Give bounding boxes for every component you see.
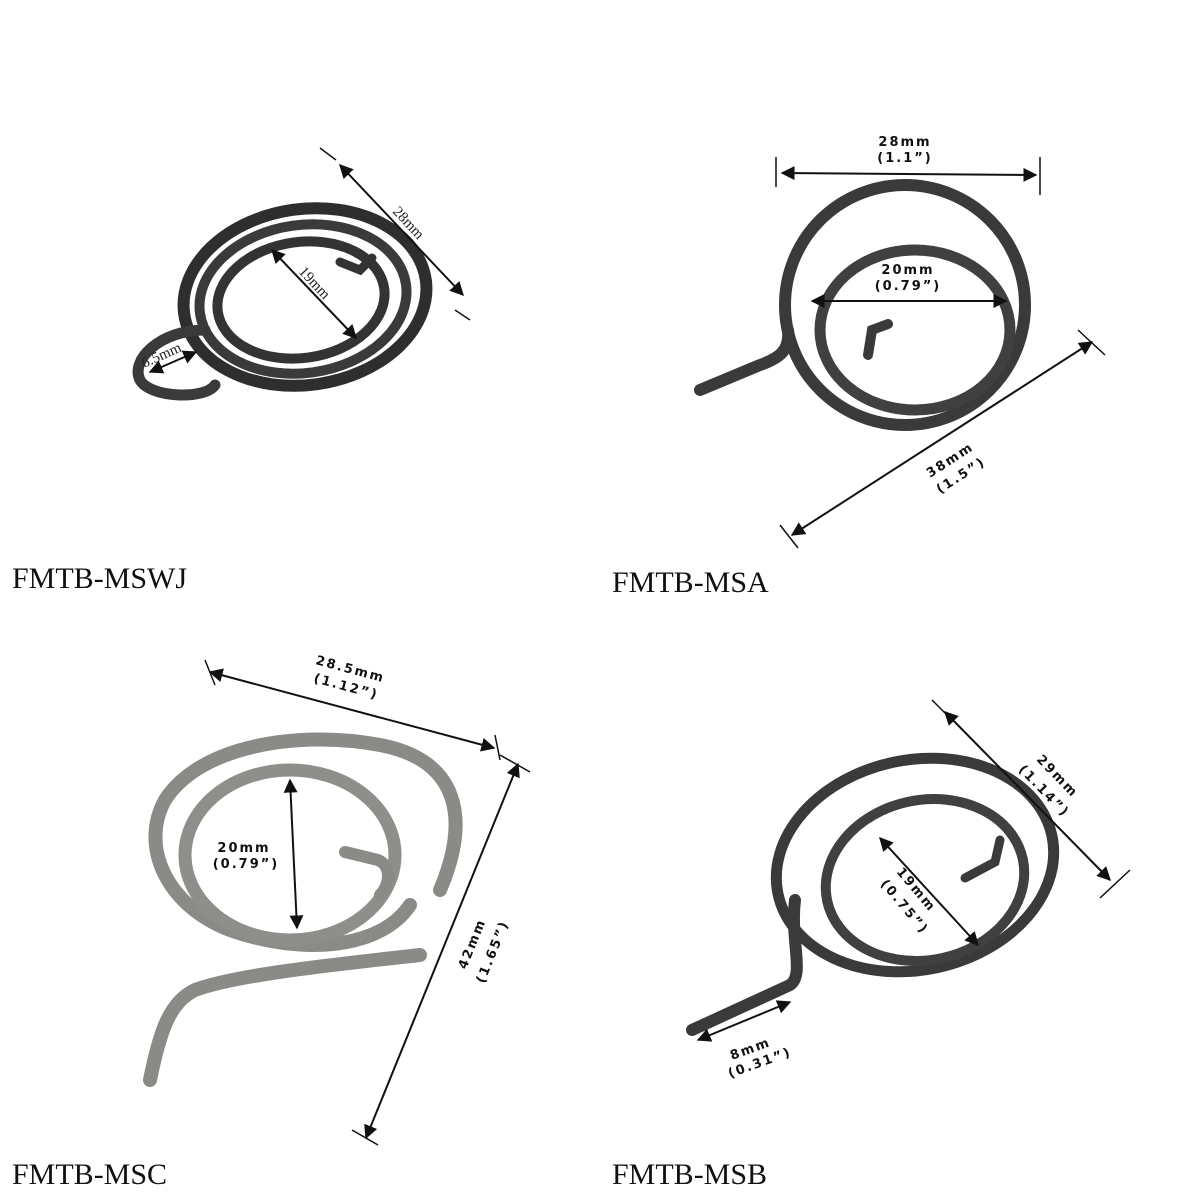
model-label-msb: FMTB-MSB bbox=[612, 1158, 768, 1191]
dimension-lines-msc bbox=[204, 659, 531, 1146]
inner-dimension-inches-msc: (0.79”) bbox=[213, 857, 280, 872]
dimension-lines-msb bbox=[696, 699, 1131, 1042]
model-label-msc: FMTB-MSC bbox=[12, 1158, 168, 1191]
dimension-lines-msa bbox=[775, 157, 1106, 549]
inner-dimension-msc: 20mm bbox=[217, 841, 270, 856]
inner-dimension-msa: 20mm bbox=[881, 263, 934, 278]
spring-msa bbox=[694, 179, 1031, 431]
outer-dimension-msa: 28mm bbox=[878, 135, 931, 150]
inner-dimension-inches-msa: (0.79”) bbox=[875, 279, 942, 294]
outer-dimension-inches-msa: (1.1”) bbox=[877, 151, 932, 166]
model-label-mswj: FMTB-MSWJ bbox=[12, 562, 188, 595]
spring-mswj bbox=[132, 202, 433, 401]
dimension-lines-mswj bbox=[148, 147, 471, 374]
model-label-msa: FMTB-MSA bbox=[612, 566, 769, 599]
inner-dimension-mswj: 19mm bbox=[295, 264, 333, 303]
